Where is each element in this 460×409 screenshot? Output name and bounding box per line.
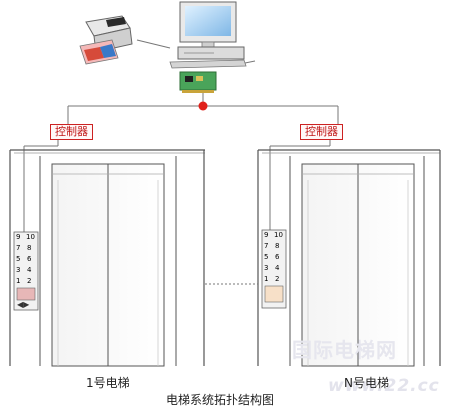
keypad-key: 8 [27, 244, 32, 252]
keypad-key: 3 [264, 264, 269, 272]
keypad-key: 7 [16, 244, 21, 252]
figure-caption: 电梯系统拓扑结构图 [166, 393, 275, 407]
keypad-key: 10 [274, 231, 283, 239]
elevator-n-keypad [261, 229, 287, 309]
elevator-n-label: N号电梯 [344, 376, 389, 390]
keypad-key: 10 [26, 233, 35, 241]
keypad-key: 2 [275, 275, 280, 283]
keypad-key: 8 [275, 242, 280, 250]
keypad-key: 6 [27, 255, 32, 263]
keypad-key: 3 [16, 266, 21, 274]
keypad-key: 5 [16, 255, 21, 263]
keypad-key: 9 [16, 233, 21, 241]
controller-label-1: 控制器 [50, 124, 93, 140]
watermark-cn: 国际电梯网 [292, 338, 397, 362]
keypad-key: 1 [264, 275, 269, 283]
network-node [198, 101, 208, 111]
controller-label-n: 控制器 [300, 124, 343, 140]
keypad-key: 7 [264, 242, 269, 250]
elevator-n [257, 149, 441, 367]
keypad-key: 4 [27, 266, 32, 274]
keypad-key: 2 [27, 277, 32, 285]
elevator-1 [9, 149, 205, 367]
keypad-key: 4 [275, 264, 280, 272]
keypad-key: 6 [275, 253, 280, 261]
watermark-url: www.22.cc [328, 376, 440, 396]
door-arrows-icon: ◀▶ [17, 300, 30, 309]
printer-icon [79, 15, 133, 65]
network-card-icon [179, 71, 217, 93]
computer-icon [169, 1, 247, 69]
keypad-key: 5 [264, 253, 269, 261]
keypad-key: 1 [16, 277, 21, 285]
elevator-1-label: 1号电梯 [86, 376, 130, 390]
elevator-1-keypad [13, 231, 39, 311]
keypad-key: 9 [264, 231, 269, 239]
